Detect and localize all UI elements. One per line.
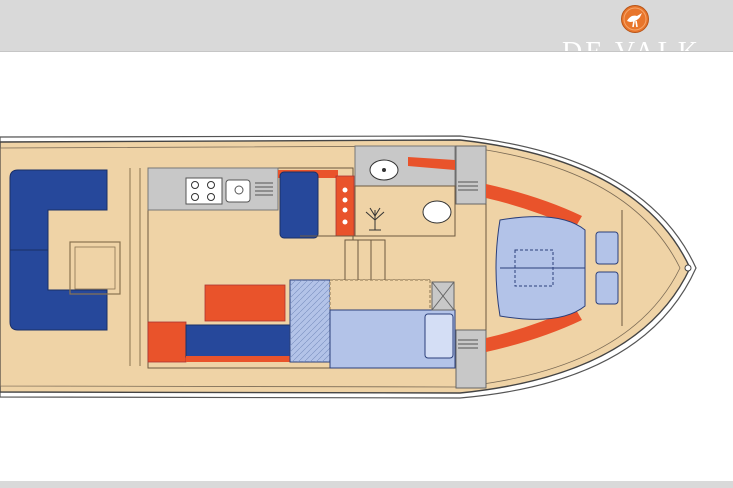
dinette (147, 284, 291, 363)
footer-bar (0, 481, 733, 488)
forward-cabin (485, 184, 623, 352)
head-compartment (354, 145, 456, 237)
table (204, 284, 286, 322)
galley (147, 167, 279, 211)
orange-circle-bird-icon (621, 5, 649, 33)
pillow (595, 271, 619, 305)
hatch (69, 241, 121, 295)
header-bar (0, 0, 733, 51)
helm-station (278, 170, 355, 239)
header-divider (0, 51, 733, 52)
stove-icon (185, 177, 223, 205)
aft-cockpit (9, 168, 141, 366)
guest-cabin (289, 279, 456, 369)
pillow (595, 231, 619, 265)
sink-icon (225, 179, 251, 203)
brand-logo[interactable]: DE VALK (560, 4, 730, 51)
dashboard-icon (335, 175, 355, 237)
brand-name: DE VALK (562, 38, 701, 52)
plant-icon (365, 207, 385, 231)
bulkhead (455, 145, 487, 389)
toilet-icon (422, 200, 452, 224)
